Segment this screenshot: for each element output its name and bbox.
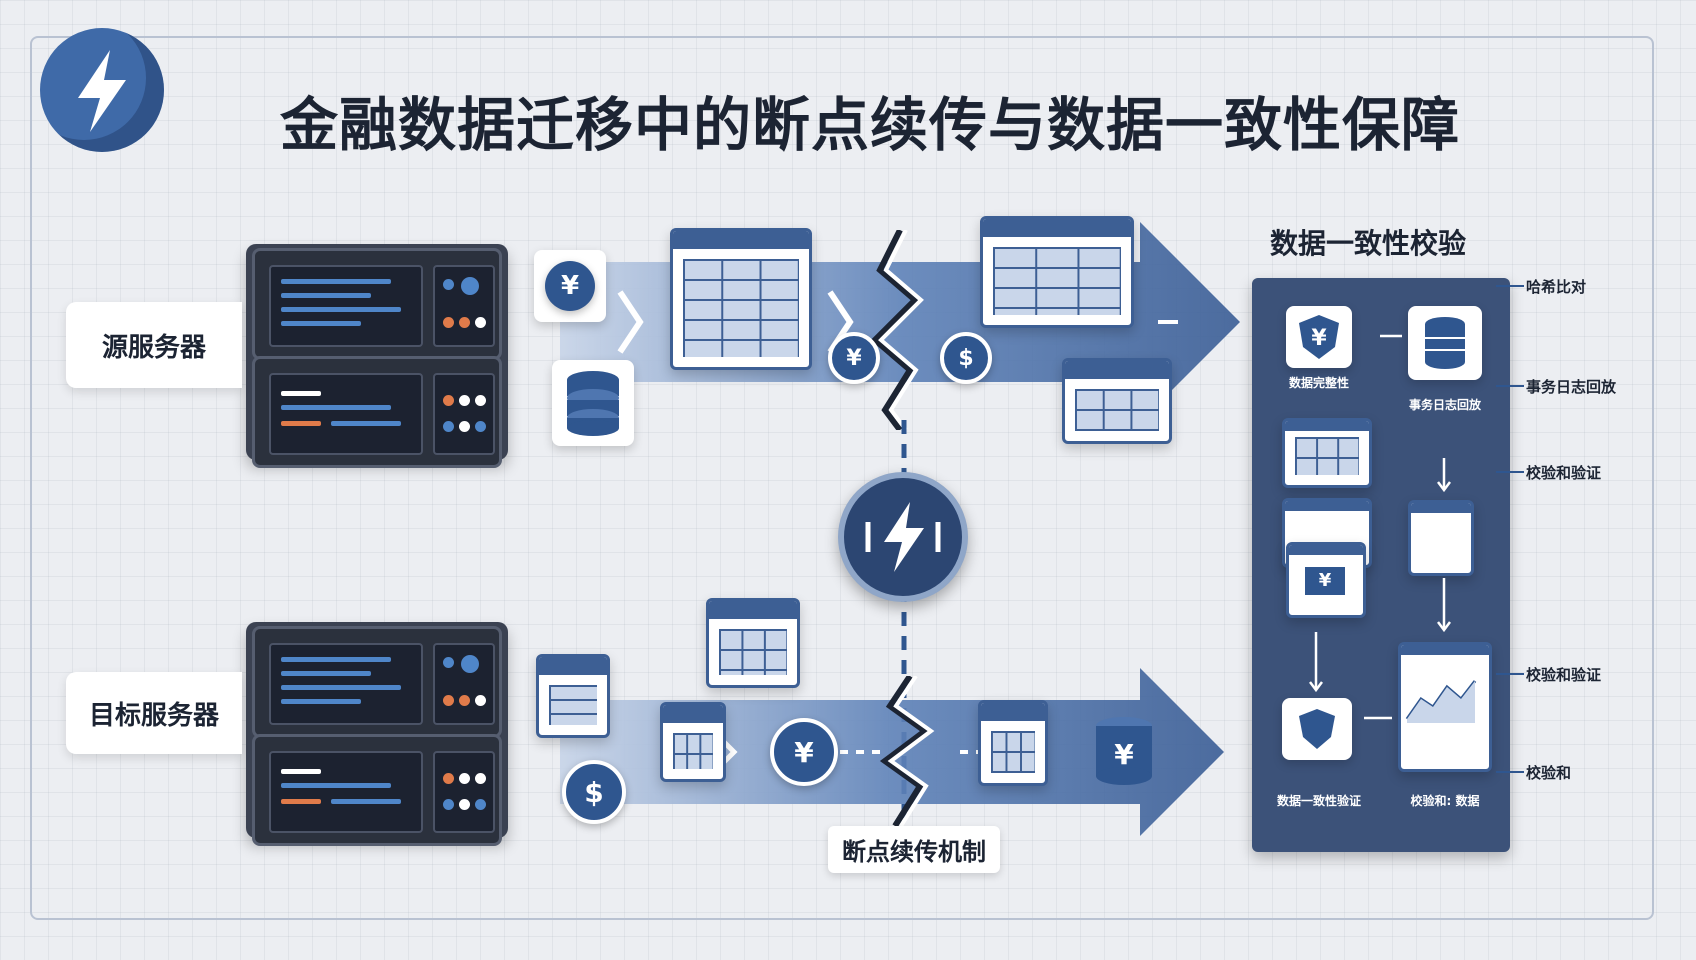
line-chart-window	[1398, 642, 1492, 772]
dollar-coin-icon: $	[940, 332, 992, 384]
yen-card-icon: ¥	[534, 250, 606, 322]
data-table-window	[1062, 358, 1172, 444]
data-table-window	[1282, 418, 1372, 488]
outer-frame	[30, 36, 1654, 920]
dollar-coin-icon: $	[562, 760, 626, 824]
data-table-window	[670, 228, 812, 370]
side-connectors	[1496, 285, 1524, 773]
yen-coin-icon: ¥	[770, 718, 838, 786]
data-table-window	[660, 702, 726, 782]
side-item-title: 哈希比对	[1526, 278, 1587, 296]
database-icon	[1408, 306, 1482, 380]
document-window	[1408, 500, 1474, 576]
svg-text:¥: ¥	[1114, 738, 1134, 771]
source-server-label: 源服务器	[66, 302, 242, 388]
yen-shield-icon: ¥	[1286, 306, 1352, 368]
side-item-title: 校验和验证	[1526, 666, 1602, 684]
data-table-window	[978, 700, 1048, 786]
yen-database-icon: ¥	[1094, 716, 1154, 786]
panel-flow-arrows	[1309, 334, 1451, 720]
target-server	[246, 622, 508, 846]
source-server	[246, 244, 508, 468]
panel-item-label: 数据完整性	[1288, 376, 1349, 390]
side-item-title: 事务日志回放	[1526, 378, 1617, 396]
bottom-break-icon	[879, 676, 935, 826]
data-table-window	[706, 598, 800, 688]
database-card-icon	[552, 360, 634, 446]
data-table-window	[980, 216, 1134, 328]
consistency-panel: ¥ 数据完整性 事务日志回放 ¥ 数据一致性验证 校验和: 数据	[1252, 278, 1510, 852]
yen-coin-icon: ¥	[828, 332, 880, 384]
svg-text:¥: ¥	[1311, 326, 1327, 351]
target-server-label: 目标服务器	[66, 672, 242, 754]
shield-icon	[1282, 698, 1352, 760]
mechanism-label: 断点续传机制	[828, 826, 1000, 873]
lightning-logo-icon	[40, 28, 164, 152]
page-title: 金融数据迁移中的断点续传与数据一致性保障	[280, 91, 1461, 159]
database-window-icon	[536, 654, 610, 738]
dashed-divider	[901, 420, 907, 820]
panel-item-label: 校验和: 数据	[1410, 794, 1480, 808]
interrupt-circle-icon	[838, 472, 968, 602]
top-break-icon	[870, 230, 924, 430]
consistency-title: 数据一致性校验	[1270, 227, 1467, 260]
yen-document-icon: ¥	[1286, 542, 1366, 618]
panel-item-label: 事务日志回放	[1408, 398, 1481, 412]
side-item-title: 校验和	[1526, 764, 1572, 782]
side-item-title: 校验和验证	[1526, 464, 1602, 482]
panel-item-label: 数据一致性验证	[1276, 794, 1361, 808]
